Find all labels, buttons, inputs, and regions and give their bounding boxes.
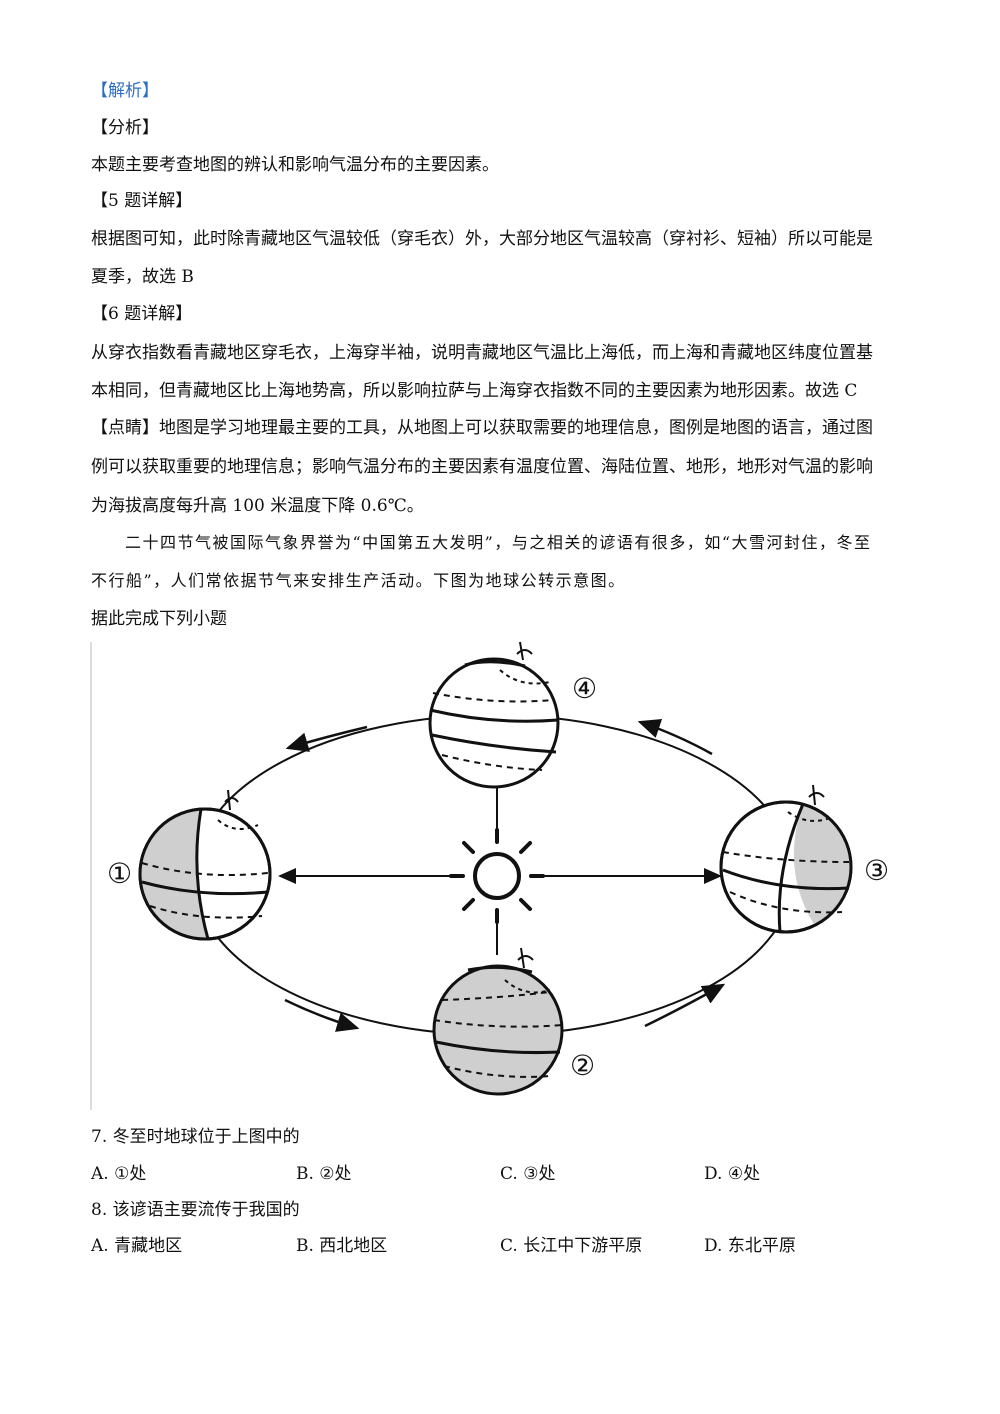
intro-line-3: 据此完成下列小题 [91,609,227,629]
earth-position-2 [432,947,564,1096]
q6-tag: 【6 题详解】 [91,304,193,324]
question-8-option-d: D. 东北平原 [704,1236,796,1256]
q6-line-2: 本相同，但青藏地区比上海地势高，所以影响拉萨与上海穿衣指数不同的主要因素为地形因… [91,381,858,401]
label-position-1: ① [107,857,132,890]
label-position-3: ③ [864,854,889,887]
dianjing-line-2: 例可以获取重要的地理信息；影响气温分布的主要因素有温度位置、海陆位置、地形，地形… [91,457,873,477]
earth-position-3 [719,784,853,934]
question-7-stem: 7. 冬至时地球位于上图中的 [91,1127,300,1147]
q6-line-1: 从穿衣指数看青藏地区穿毛衣，上海穿半袖，说明青藏地区气温比上海低，而上海和青藏地… [91,343,873,363]
earth-revolution-diagram: ① ④ ③ ② [90,641,889,1110]
question-8-option-c: C. 长江中下游平原 [500,1236,643,1256]
dianjing-line-3: 为海拔高度每升高 100 米温度下降 0.6℃。 [91,496,424,516]
orbit-arrow-top-left [285,725,368,752]
question-7-option-c: C. ③处 [500,1164,556,1184]
question-8-option-a: A. 青藏地区 [91,1236,183,1256]
question-7-option-b: B. ②处 [296,1164,352,1184]
q5-tag: 【5 题详解】 [91,191,193,211]
orbit-arrow-bottom-right [644,983,726,1028]
q5-line-1: 根据图可知，此时除青藏地区气温较低（穿毛衣）外，大部分地区气温较高（穿衬衫、短袖… [91,229,873,249]
intro-line-1: 二十四节气被国际气象界誉为“中国第五大发明”，与之相关的谚语有很多，如“大雪河封… [125,533,872,552]
analysis-tag: 【解析】 [91,81,159,101]
fenxi-tag: 【分析】 [91,118,159,138]
intro-line-2: 不行船”，人们常依据节气来安排生产活动。下图为地球公转示意图。 [91,571,626,590]
earth-position-1 [138,789,272,941]
orbit-arrow-bottom-left [284,998,360,1032]
fenxi-text: 本题主要考查地图的辨认和影响气温分布的主要因素。 [91,155,499,175]
orbit-arrow-top-right [637,719,713,756]
sun-icon [449,828,545,924]
label-position-2: ② [570,1049,595,1082]
q5-line-2: 夏季，故选 B [91,267,194,287]
orbit-arrows [284,719,726,1032]
question-8-option-b: B. 西北地区 [296,1236,388,1256]
question-7-option-a: A. ①处 [91,1164,147,1184]
earth-position-4 [428,641,560,789]
label-position-4: ④ [572,672,597,705]
question-8-stem: 8. 该谚语主要流传于我国的 [91,1200,300,1220]
dianjing-line-1: 【点睛】地图是学习地理最主要的工具，从地图上可以获取需要的地理信息，图例是地图的… [91,418,873,438]
question-7-option-d: D. ④处 [704,1164,761,1184]
